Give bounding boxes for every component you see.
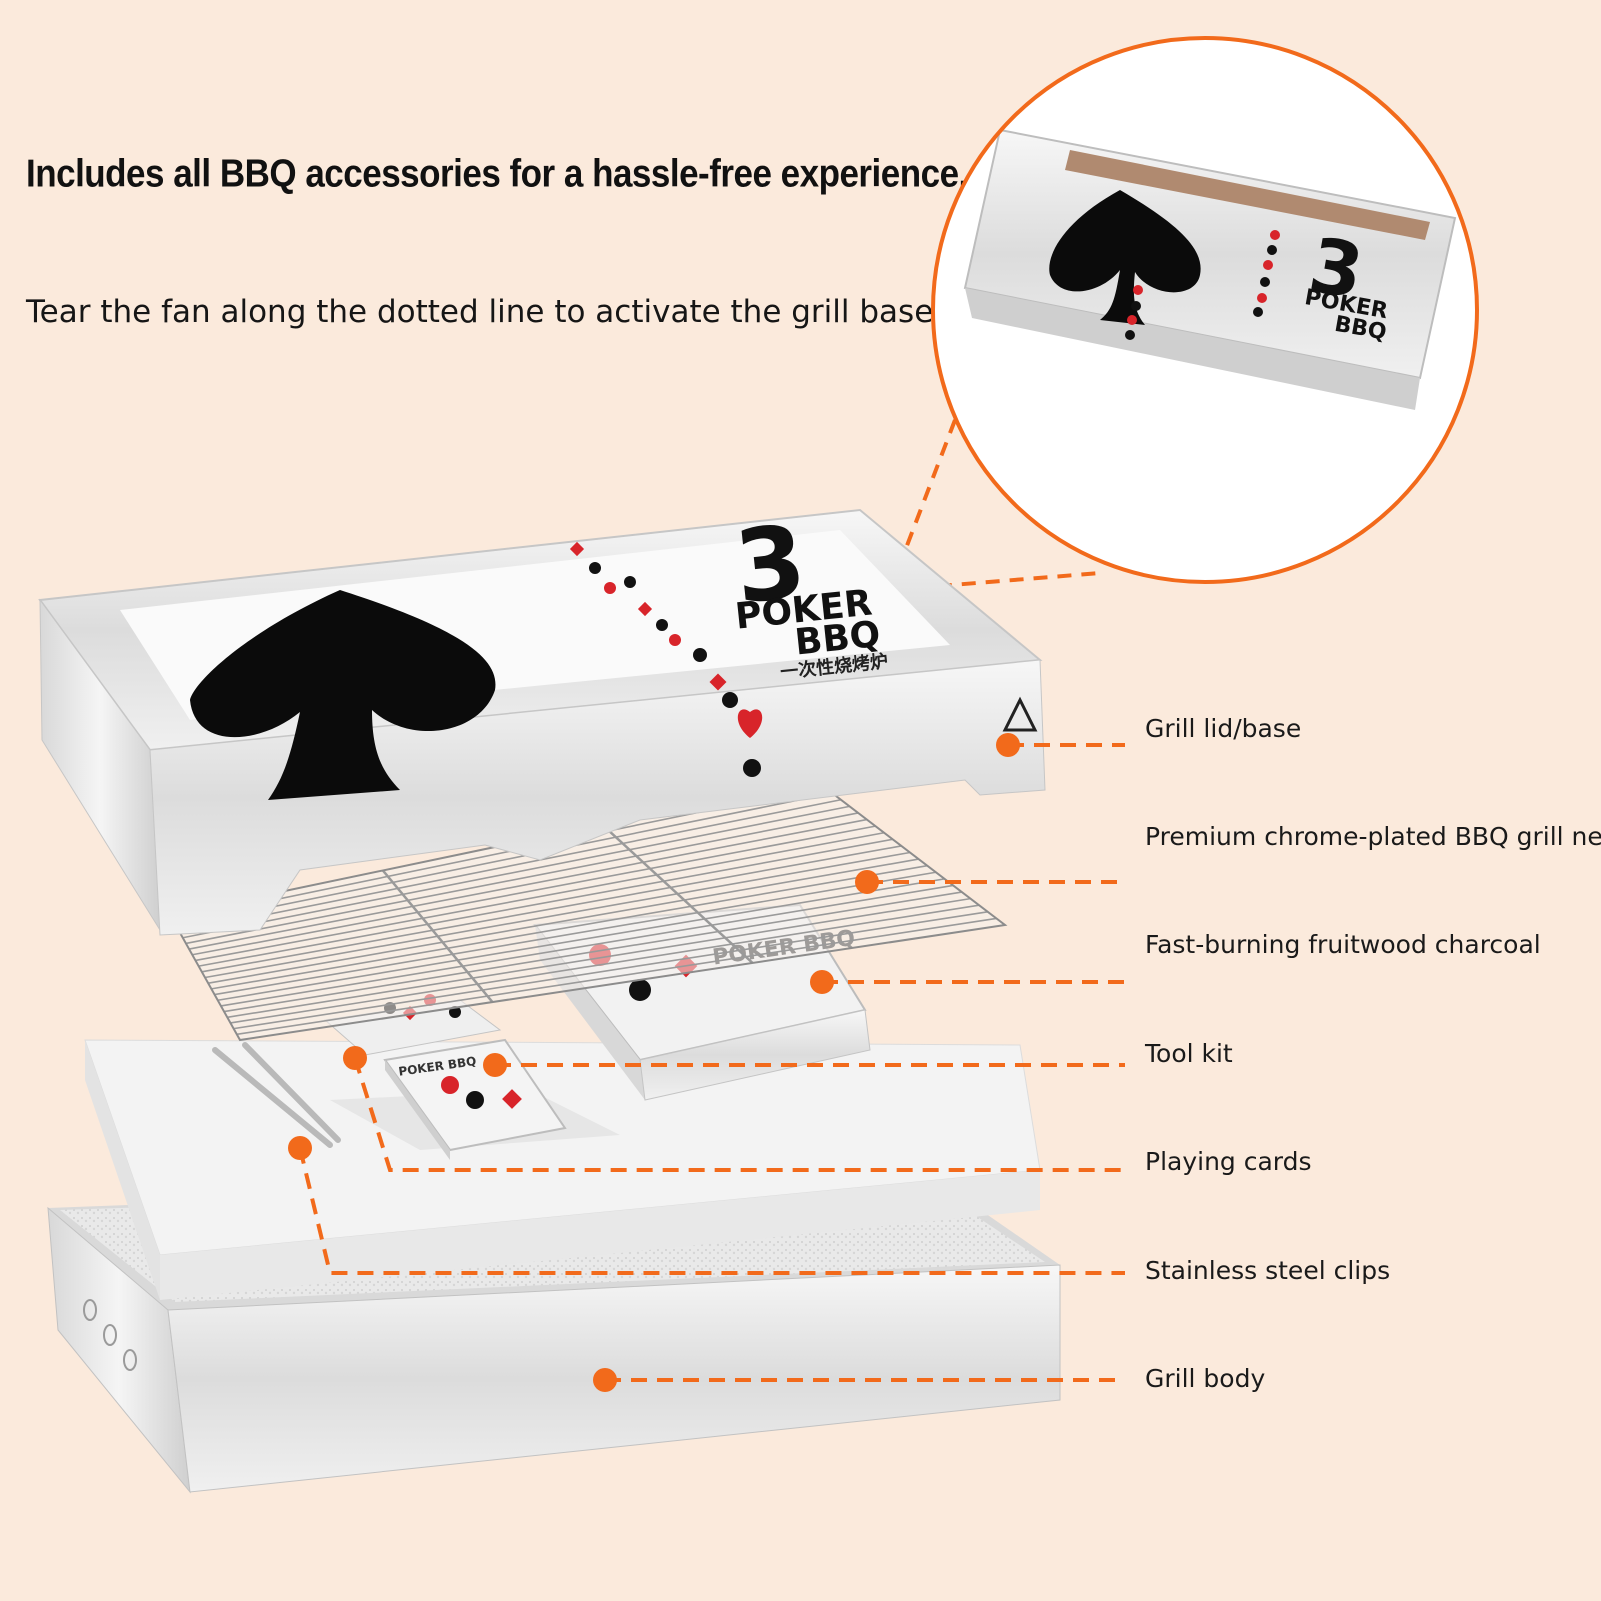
grill-wire [176,792,833,928]
grill-wire [233,911,988,1030]
callout-label-7: Grill body [1145,1364,1266,1393]
grill-wire [214,871,937,996]
callout-dot-5 [343,1046,367,1070]
lid-number: 3 [729,503,810,627]
grill-wire [236,917,997,1036]
callout-dot-6 [288,1136,312,1160]
callout-label-1: Grill lid/base [1145,714,1302,743]
grill-wire [192,825,876,956]
headline: Includes all BBQ accessories for a hassl… [26,152,968,196]
tent-logo-icon [1002,696,1038,732]
grill-lid: 3 POKER BBQ 一次性烧烤炉 [38,503,1046,936]
callout-dot-3 [810,970,834,994]
lid-suit-strip [569,541,763,777]
grill-wire [220,884,954,1007]
grill-support-wire [381,869,494,1003]
grill-wire [182,805,850,939]
grill-wire [223,891,962,1013]
foam-insert [84,1039,1041,1300]
grill-wire [230,904,980,1024]
callout-dot-4 [483,1053,507,1077]
grill-wire [198,838,893,967]
grill-wire [201,845,902,973]
callout-label-6: Stainless steel clips [1145,1256,1391,1285]
grill-wire [211,864,928,990]
grill-wire [195,831,885,962]
grill-wire [179,798,842,933]
lid-bbq-text: BBQ [793,614,882,664]
zoom-inset: 3 POKER BBQ [931,36,1479,584]
instruction-text: Tear the fan along the dotted line to ac… [26,294,944,330]
callout-line-6 [298,1147,1125,1275]
grill-wire [188,818,867,950]
callout-line-5 [353,1057,1125,1172]
grill-wire [204,851,911,979]
callout-label-2: Premium chrome-plated BBQ grill ne [1145,822,1601,851]
callout-dot-1 [996,733,1020,757]
grill-wire [217,878,945,1002]
callout-dot-2 [855,870,879,894]
grill-support-wire [601,823,754,964]
playing-cards: POKER BBQ [383,1038,567,1160]
grill-wire [227,897,971,1019]
callout-label-5: Playing cards [1145,1147,1312,1176]
zoom-inset-grill: 3 POKER BBQ [963,128,1457,410]
tongs [212,1042,341,1148]
callout-dot-7 [593,1368,617,1392]
callout-label-3: Fast-burning fruitwood charcoal [1145,930,1541,959]
grill-wire [208,858,919,984]
callout-label-4: Tool kit [1145,1039,1233,1068]
grill-wire [185,812,859,945]
